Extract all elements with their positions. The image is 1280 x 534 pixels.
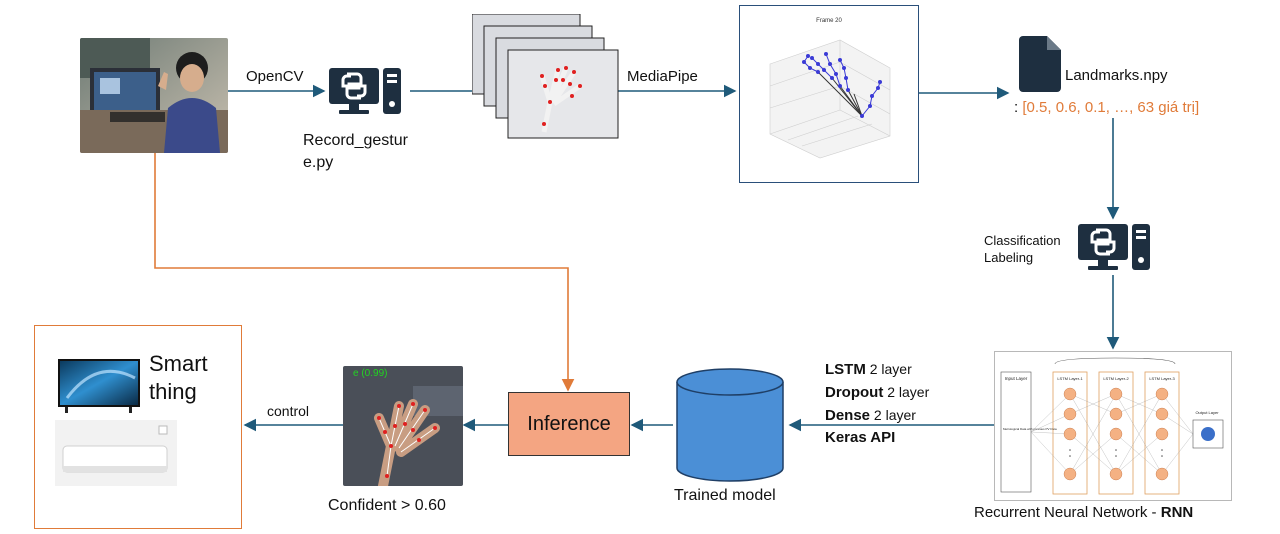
landmarks-array-values: [0.5, 0.6, 0.1, …, 63 giá trị]: [1022, 99, 1200, 116]
confidence-label: Confident > 0.60: [328, 497, 446, 514]
model-layers-list: LSTM 2 layer Dropout 2 layer Dense 2 lay…: [825, 358, 929, 449]
arrow-photo-to-inference: [154, 153, 575, 392]
python-computer-icon-2: [1076, 222, 1152, 272]
model-layer-dense-name: Dense: [825, 407, 871, 424]
frame-stack: [471, 13, 620, 140]
hand-overlay-score: e (0.99): [353, 368, 387, 379]
inference-label: Inference: [527, 412, 611, 435]
landmarks-array-prefix: :: [1014, 99, 1023, 116]
model-layer-lstm-name: LSTM: [825, 361, 866, 378]
rnn-lstm-layer-1: LSTM Layer-1: [1057, 376, 1083, 381]
orange-arrow: [154, 153, 575, 392]
rnn-caption-text: Recurrent Neural Network -: [974, 504, 1161, 521]
rnn-diagram: Input Layer Metrological Data with previ…: [994, 351, 1232, 501]
rnn-output-layer-label: Output Layer: [1195, 410, 1219, 415]
opencv-label: OpenCV: [246, 68, 304, 85]
model-layer-dropout: Dropout 2 layer: [825, 381, 929, 404]
classification-line2: Labeling: [984, 250, 1034, 265]
smart-thing-line1: Smart: [149, 351, 208, 376]
control-label: control: [267, 403, 310, 419]
hand-inference-image: e (0.99): [343, 366, 463, 486]
landmark-3d-plot: Frame 20: [739, 5, 919, 183]
air-conditioner-image: [55, 420, 177, 486]
model-layer-keras-name: Keras API: [825, 429, 896, 446]
model-layer-dropout-count: 2 layer: [883, 384, 930, 400]
plot-title: Frame 20: [816, 18, 842, 24]
record-script-line1: Record_gestur: [303, 132, 408, 149]
smart-thing-line2: thing: [149, 379, 197, 404]
smart-thing-box: Smart thing: [34, 325, 242, 529]
record-script-label: Record_gestur e.py: [303, 130, 408, 174]
rnn-caption: Recurrent Neural Network - RNN: [974, 504, 1193, 521]
rnn-input-desc: Metrological Data with previous PV Data: [1003, 427, 1057, 431]
python-computer-icon: [327, 66, 403, 116]
database-cylinder-icon: [675, 368, 785, 484]
tv-image: [57, 358, 141, 414]
user-photo: [80, 38, 228, 153]
hand-landmark-drawing: [539, 66, 582, 133]
classification-line1: Classification: [984, 233, 1061, 248]
model-layer-dense-count: 2 layer: [870, 407, 916, 423]
record-script-line2: e.py: [303, 154, 334, 171]
model-layer-lstm: LSTM 2 layer: [825, 358, 929, 381]
smart-thing-title: Smart thing: [149, 350, 208, 406]
model-layer-keras: Keras API: [825, 427, 929, 449]
model-layer-dropout-name: Dropout: [825, 384, 884, 401]
model-layer-dense: Dense 2 layer: [825, 404, 929, 427]
landmarks-array-line: : [0.5, 0.6, 0.1, …, 63 giá trị]: [1014, 99, 1199, 116]
rnn-lstm-layer-2: LSTM Layer-2: [1103, 376, 1129, 381]
classification-label: Classification Labeling: [984, 232, 1061, 266]
file-icon: [1019, 36, 1061, 92]
trained-model-label: Trained model: [674, 487, 776, 504]
model-layer-lstm-count: 2 layer: [865, 361, 912, 377]
rnn-input-layer-label: Input Layer: [1005, 376, 1028, 381]
inference-box: Inference: [508, 392, 630, 456]
landmarks-filename: Landmarks.npy: [1065, 67, 1168, 84]
blue-arrows: [228, 84, 1120, 432]
mediapipe-label: MediaPipe: [627, 68, 698, 85]
rnn-lstm-layer-3: LSTM Layer-3: [1149, 376, 1175, 381]
rnn-caption-bold: RNN: [1160, 504, 1194, 521]
